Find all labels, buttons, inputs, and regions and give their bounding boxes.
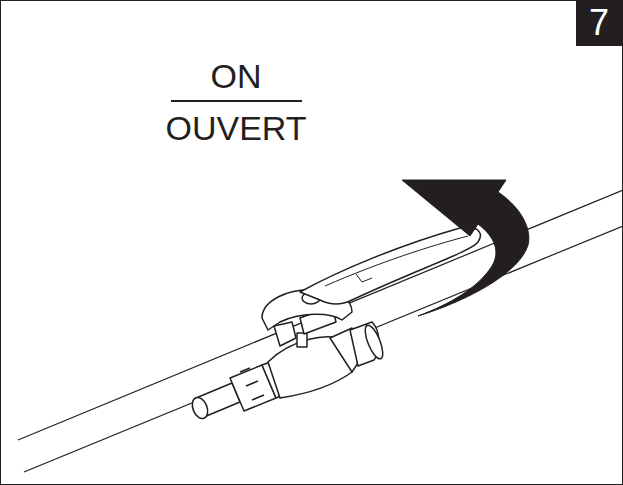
state-label-french: OUVERT [165, 111, 306, 145]
rotation-arrow [402, 180, 529, 316]
state-label: ON [211, 59, 262, 93]
ball-valve [189, 227, 480, 421]
step-badge [576, 0, 623, 46]
fraction-rule [171, 100, 302, 102]
step-number: 7 [589, 5, 609, 41]
pipe [18, 190, 623, 472]
